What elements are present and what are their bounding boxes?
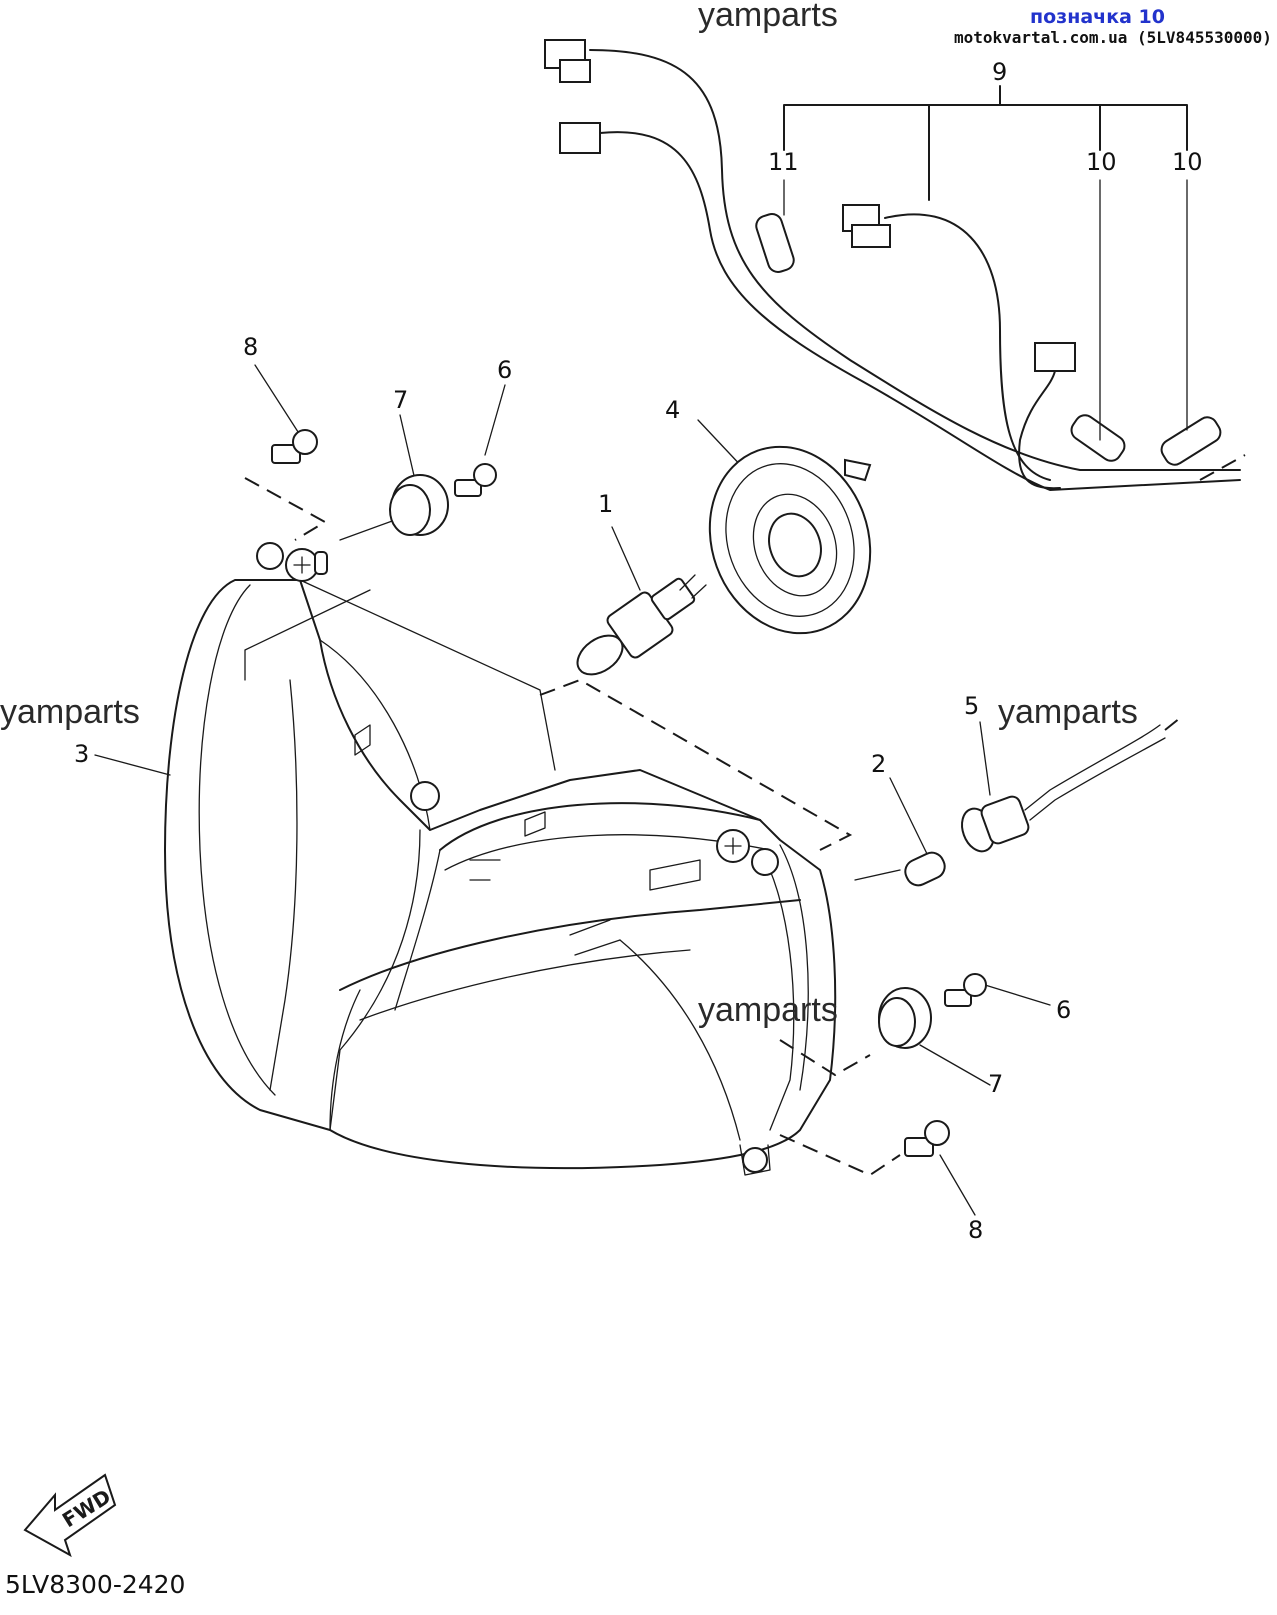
connector-cap-11 — [755, 213, 795, 273]
screw-6-lower — [944, 973, 987, 1007]
header-subtitle: motokvartal.com.ua (5LV845530000) — [954, 28, 1272, 47]
callout-5: 5 — [964, 692, 980, 720]
callout-3: 3 — [74, 740, 90, 768]
watermark-center: yamparts — [698, 991, 838, 1029]
callout-6-lower: 6 — [1056, 996, 1072, 1024]
diagram-code: 5LV8300-2420 — [5, 1570, 186, 1599]
callout-10-b: 10 — [1172, 148, 1203, 176]
header-title: позначка 10 — [1030, 6, 1165, 28]
harness-connector-top-tab — [559, 59, 591, 83]
callout-11: 11 — [768, 148, 799, 176]
halogen-bulb-1 — [576, 574, 707, 676]
headlight-assembly — [164, 542, 837, 1176]
watermark-right: yamparts — [998, 693, 1138, 731]
harness-connector-small — [1034, 342, 1076, 372]
grommet-7-upper — [389, 474, 449, 536]
socket-5 — [961, 717, 1181, 853]
callout-6-upper: 6 — [497, 356, 513, 384]
harness-connector-mid — [559, 122, 601, 154]
callout-10-a: 10 — [1086, 148, 1117, 176]
fwd-arrow-icon: FWD — [23, 1473, 117, 1558]
harness-connector-center-tab — [851, 224, 891, 248]
watermark-left: yamparts — [0, 693, 140, 731]
assembly-guide-lines — [244, 477, 901, 1177]
callout-9: 9 — [992, 58, 1008, 86]
grommet-7-lower — [878, 987, 932, 1049]
rubber-cover-4 — [708, 445, 872, 635]
watermark-top: yamparts — [698, 0, 838, 34]
callout-7-upper: 7 — [393, 386, 409, 414]
callout-8-lower: 8 — [968, 1216, 984, 1244]
screw-6-upper — [454, 463, 497, 497]
cap-10-a — [1070, 414, 1126, 462]
callout-8-upper: 8 — [243, 333, 259, 361]
callout-7-lower: 7 — [988, 1070, 1004, 1098]
bolt-8-lower — [904, 1120, 950, 1157]
callout-4: 4 — [665, 396, 681, 424]
position-bulb-2 — [904, 851, 946, 887]
callout-leaders — [94, 364, 1051, 1216]
bolt-8-upper — [271, 429, 318, 464]
cap-10-b — [1160, 416, 1222, 466]
callout-2: 2 — [871, 750, 887, 778]
callout-1: 1 — [598, 490, 614, 518]
wiring-harness — [544, 39, 1246, 491]
